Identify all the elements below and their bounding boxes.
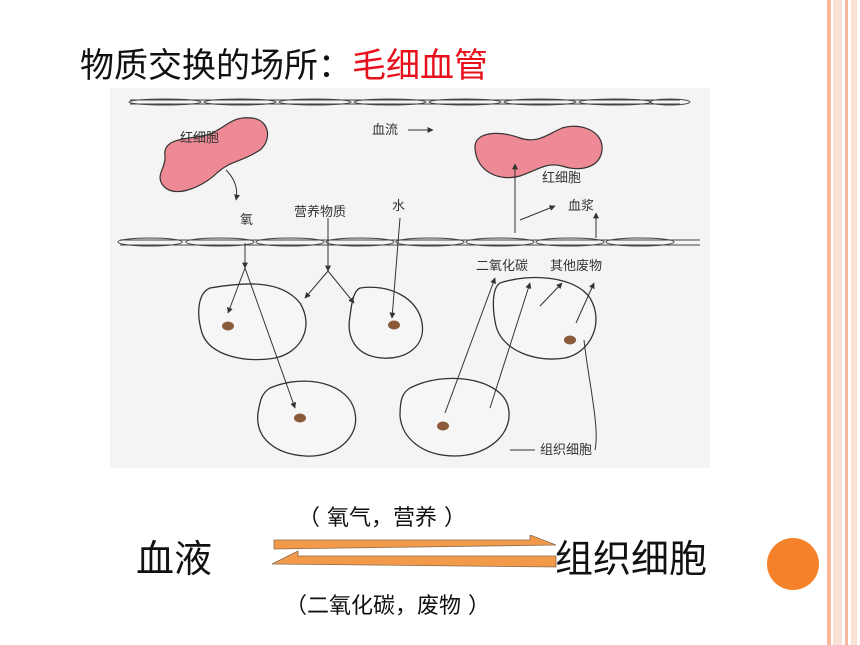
nucleus-5 <box>437 421 449 431</box>
label-water: 水 <box>392 199 405 214</box>
tissue-cell-2 <box>348 286 424 359</box>
tissue-cell-4 <box>257 380 357 457</box>
note-co2-waste: （二氧化碳，废物 ） <box>285 594 490 619</box>
decor-stripe-2 <box>833 0 842 645</box>
label-rbc-right: 红细胞 <box>542 170 581 186</box>
label-co2: 二氧化碳 <box>476 259 528 274</box>
nucleus-2 <box>388 320 400 330</box>
tissue-cell-pointer <box>510 339 597 451</box>
capillary-diagram: 红细胞 血流 红细胞 氧 营养物质 水 血浆 二氧化碳 其他废物 组织细胞 <box>110 88 710 468</box>
tissue-cell-5 <box>399 377 510 457</box>
title-prefix: 物质交换的场所： <box>80 46 352 86</box>
label-plasma: 血浆 <box>568 199 594 214</box>
nucleus-1 <box>222 321 234 331</box>
label-tissue-cells: 组织细胞 <box>555 537 708 581</box>
decor-stripe-1 <box>827 0 831 645</box>
title-highlight: 毛细血管 <box>352 46 488 86</box>
label-blood-flow: 血流 <box>372 123 398 138</box>
arrows <box>225 163 599 414</box>
rbc-right <box>474 125 603 179</box>
decor-stripe-3 <box>845 0 848 645</box>
nucleus-4 <box>294 413 306 423</box>
label-oxygen: 氧 <box>240 213 253 228</box>
label-other-waste: 其他废物 <box>550 258 602 274</box>
exchange-arrows <box>271 535 557 568</box>
decor-stripe-4 <box>851 0 857 645</box>
page-title: 物质交换的场所：毛细血管 <box>80 38 488 87</box>
note-oxygen-nutrients: （ 氧气，营养 ） <box>298 506 466 531</box>
capillary-wall-top <box>128 98 691 106</box>
accent-dot <box>767 538 819 590</box>
label-rbc-left: 红细胞 <box>180 130 219 146</box>
tissue-cell-1 <box>198 283 307 361</box>
capillary-wall-bottom <box>117 237 700 247</box>
label-nutrients: 营养物质 <box>294 204 346 220</box>
arrow-to-blood <box>271 550 557 568</box>
label-blood: 血液 <box>136 537 213 581</box>
arrow-to-tissue <box>273 535 557 550</box>
nucleus-3 <box>564 335 576 345</box>
label-tissue-cell: 组织细胞 <box>540 443 592 458</box>
rbc-left <box>159 117 269 193</box>
